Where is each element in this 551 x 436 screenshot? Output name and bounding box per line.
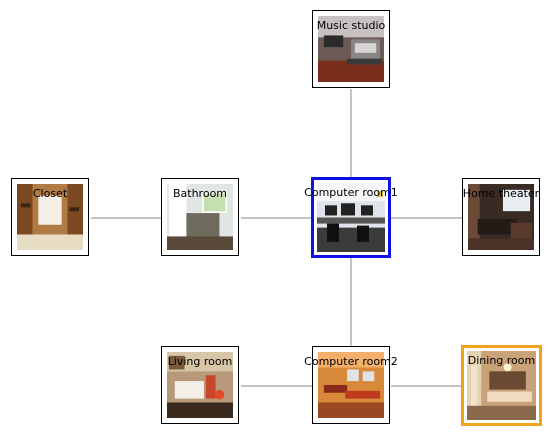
dining-room-photo bbox=[467, 351, 536, 420]
room-node-bathroom[interactable]: Bathroom bbox=[161, 178, 239, 256]
music-studio-photo bbox=[318, 16, 384, 82]
room-node-computer-room1[interactable]: Computer room1 bbox=[304, 177, 398, 258]
room-node-computer-room2[interactable]: Computer room2 bbox=[304, 346, 398, 424]
room-node-music-studio[interactable]: Music studio bbox=[312, 10, 390, 88]
room-node-closet[interactable]: Closet bbox=[11, 178, 89, 256]
bathroom-photo bbox=[167, 184, 233, 250]
computer-room-photo bbox=[318, 352, 384, 418]
room-node-home-theater[interactable]: Home theater bbox=[462, 178, 540, 256]
room-node-dining-room[interactable]: Dining room bbox=[461, 345, 542, 426]
closet-photo bbox=[17, 184, 83, 250]
computer-room-photo bbox=[317, 183, 385, 252]
home-theater-photo bbox=[468, 184, 534, 250]
living-room-photo bbox=[167, 352, 233, 418]
room-node-living-room[interactable]: Living room bbox=[161, 346, 239, 424]
